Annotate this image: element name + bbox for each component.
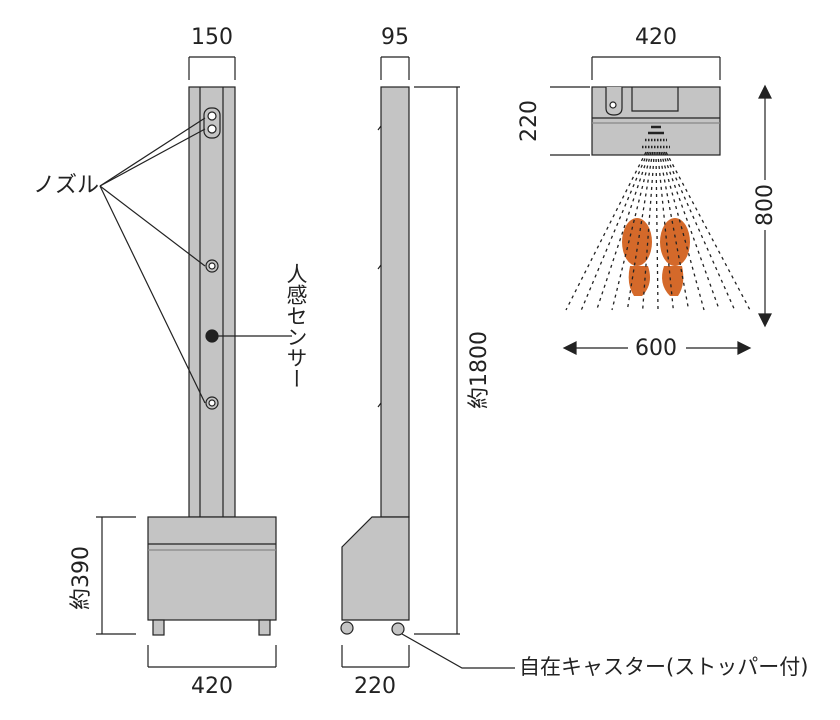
front-width-label: 150 xyxy=(191,25,233,50)
base-width-label: 420 xyxy=(191,674,233,699)
side-base xyxy=(341,516,410,621)
front-column xyxy=(188,86,236,518)
front-base xyxy=(147,516,277,621)
side-view xyxy=(340,56,515,669)
range-ray xyxy=(580,151,649,311)
range-ray xyxy=(655,151,659,311)
range-width-label: 600 xyxy=(635,336,677,361)
top-depth-label: 220 xyxy=(517,100,542,142)
human-sensor xyxy=(205,329,219,343)
front-view xyxy=(96,56,292,668)
caster xyxy=(258,619,271,636)
caster xyxy=(340,621,354,635)
range-ray xyxy=(657,151,674,311)
caster-leader xyxy=(401,633,515,669)
caster xyxy=(391,622,405,636)
range-ray xyxy=(565,151,647,311)
top-view xyxy=(550,56,772,355)
range-ray xyxy=(626,151,654,311)
base-depth-label: 220 xyxy=(354,674,396,699)
caster xyxy=(152,619,165,636)
footprints-icon xyxy=(622,218,690,296)
base-height-label: 約390 xyxy=(69,546,94,610)
nozzle-label: ノズル xyxy=(32,173,100,198)
sensor-waves-icon xyxy=(642,125,670,149)
range-ray xyxy=(642,151,655,311)
range-ray xyxy=(611,151,652,311)
top-width-label: 420 xyxy=(635,25,677,50)
range-ray xyxy=(658,151,690,311)
sensor-label: 人感センサー xyxy=(284,263,308,389)
height-label: 約1800 xyxy=(467,331,492,409)
range-depth-label: 800 xyxy=(753,184,778,226)
range-ray xyxy=(665,151,751,311)
range-ray xyxy=(663,151,736,311)
side-panel xyxy=(380,86,410,518)
side-depth-label: 95 xyxy=(381,25,409,50)
caster-label: 自在キャスター(ストッパー付) xyxy=(519,655,809,679)
